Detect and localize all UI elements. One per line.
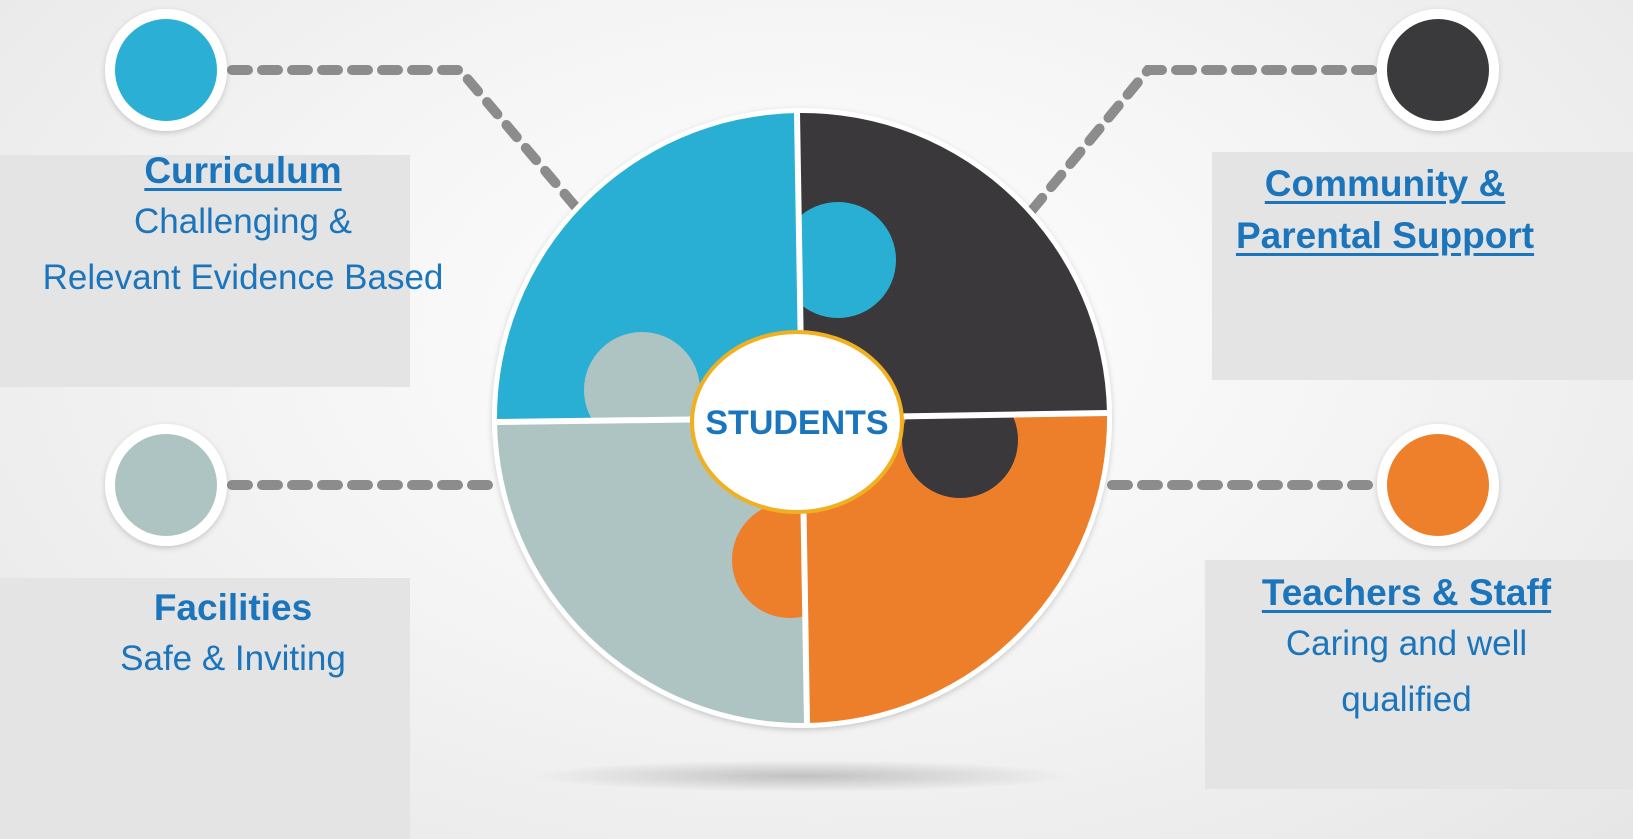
community-label-block: Community & Parental Support [1215, 158, 1555, 262]
facilities-title: Facilities [153, 587, 313, 628]
connector-community [1023, 65, 1377, 220]
curriculum-panel [0, 155, 410, 387]
facilities-label-block: Facilities Safe & Inviting [60, 585, 406, 687]
community-title: Community & Parental Support [1235, 163, 1535, 256]
teachers-panel [1205, 560, 1633, 789]
community-panel [1212, 152, 1633, 380]
knob-community [902, 382, 1018, 498]
ground-shadow [532, 760, 1072, 792]
facilities-panel [0, 578, 410, 839]
puzzle-piece-curriculum [496, 113, 802, 422]
puzzle-piece-teachers [802, 413, 1108, 723]
curriculum-description: Challenging & Relevant Evidence Based [42, 202, 444, 297]
curriculum-title: Curriculum [144, 150, 342, 191]
teachers-title: Teachers & Staff [1261, 572, 1552, 613]
community-dot-fill [1387, 19, 1489, 121]
center-hub [690, 330, 904, 514]
knob-curriculum [780, 202, 896, 318]
teachers-description: Caring and well qualified [1285, 624, 1528, 719]
knob-teachers [732, 502, 848, 618]
puzzle-piece-facilities [497, 418, 807, 724]
teachers-label-block: Teachers & Staff Caring and well qualifi… [1240, 570, 1573, 728]
curriculum-label-block: Curriculum Challenging & Relevant Eviden… [0, 148, 486, 306]
connector-curriculum [227, 65, 590, 223]
facilities-description: Safe & Inviting [120, 639, 346, 678]
curriculum-dot-fill [115, 19, 217, 121]
knob-facilities [584, 332, 700, 448]
puzzle-piece-community [797, 112, 1107, 419]
center-label: STUDENTS [705, 404, 888, 442]
facilities-dot-fill [115, 434, 217, 536]
teachers-dot-fill [1387, 434, 1489, 536]
